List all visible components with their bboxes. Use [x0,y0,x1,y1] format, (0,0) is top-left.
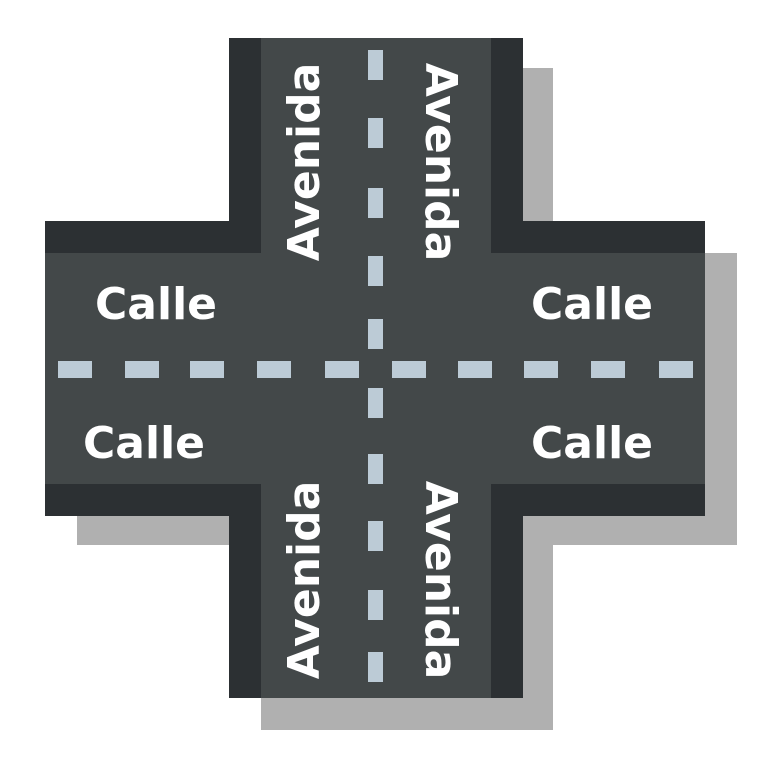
lane-dash-vertical [368,521,383,551]
calle-label-top-left: Calle [95,279,217,330]
lane-dash-vertical [368,188,383,218]
avenida-label-bottom-left: Avenida [279,480,330,680]
calle-label-bottom-left: Calle [83,418,205,469]
lane-dash-horizontal [125,361,159,378]
lane-dash-vertical [368,256,383,286]
lane-dash-horizontal [190,361,224,378]
avenida-label-top-left: Avenida [279,62,330,262]
lane-dash-horizontal [458,361,492,378]
lane-dash-vertical [368,118,383,148]
lane-dash-horizontal [58,361,92,378]
lane-dash-vertical [368,388,383,418]
lane-dash-vertical [368,652,383,682]
lane-dash-vertical [368,454,383,484]
lane-dash-horizontal [524,361,558,378]
calle-label-top-right: Calle [531,279,653,330]
avenida-label-bottom-right: Avenida [415,480,466,680]
lane-dash-horizontal [257,361,291,378]
calle-label-bottom-right: Calle [531,418,653,469]
lane-dash-horizontal [325,361,359,378]
lane-dash-vertical [368,319,383,349]
lane-dash-horizontal [591,361,625,378]
avenida-label-top-right: Avenida [415,62,466,262]
lane-dash-vertical [368,50,383,80]
lane-dash-vertical [368,590,383,620]
lane-dash-horizontal [659,361,693,378]
lane-dash-horizontal [392,361,426,378]
